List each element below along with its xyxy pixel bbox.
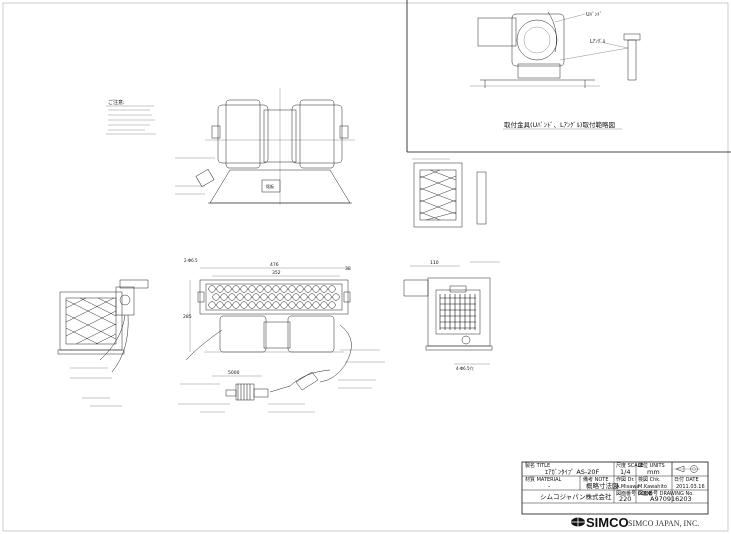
inset-mounting-sketch (470, 11, 641, 88)
tb-date-value: 2011.03.16 (676, 484, 705, 490)
inset-label-u-band: Uﾊﾞﾝﾄﾞ (586, 11, 602, 18)
brand-name: SIMCO (586, 515, 629, 530)
tb-company-jp: シムコジャパン株式会社 (540, 492, 612, 501)
front-dim-hole: 2-Φ6.5 (184, 258, 198, 263)
tb-units-value: mm (647, 468, 660, 476)
tb-units-label: 単位 UNITS (638, 462, 665, 469)
tb-checked-value: M.Kawahito (638, 484, 667, 490)
tb-code-value: 220 (619, 495, 631, 503)
title-block: 製名 TITLE ｴｱｶﾞﾝﾀｲﾌﾟ AS-20F 尺度 SCALE 1/4 単… (521, 461, 709, 530)
tb-note-value: 概略寸法図 (586, 481, 619, 490)
tb-drawing-no-label: 図面番号 DRAWING No. (638, 490, 694, 497)
tb-code-label: 図面番号 CODE (616, 490, 652, 497)
notes-block: ご注意: (106, 99, 156, 135)
tb-scale-value: 1/4 (620, 468, 630, 476)
front-dim-inner: 352 (272, 270, 281, 276)
tb-title-label: 製名 TITLE (525, 462, 550, 469)
inset-caption: 取付金具(Uﾊﾞﾝﾄﾞ、Lｱﾝｸﾞﾙ)取付範略図 (504, 120, 615, 129)
tb-title-value: ｴｱｶﾞﾝﾀｲﾌﾟ AS-20F (545, 468, 600, 476)
cable-length-label: 5000 (228, 370, 240, 376)
tb-date-label: 日付 DATE (674, 476, 699, 483)
front-dim-height: 285 (183, 314, 192, 320)
notes-heading: ご注意: (108, 99, 125, 106)
tb-note-label: 備考 NOTE (583, 476, 608, 483)
front-view: 476 352 38 2-Φ6.5 285 (183, 258, 385, 389)
front-dim-nozzle: 38 (345, 266, 351, 272)
front-dim-overall: 476 (270, 262, 279, 268)
inset-mounting-panel: Uﾊﾞﾝﾄﾞ Lｱﾝｸﾞﾙ 取付金具(Uﾊﾞﾝﾄﾞ、Lｱﾝｸﾞﾙ)取付範略図 (406, 0, 731, 153)
cable-connector: 5000 (178, 369, 331, 413)
tb-drawing-no-value: A970916203 (650, 495, 692, 503)
side-view-top-label: 110 (430, 260, 439, 266)
filter-detail (412, 158, 487, 228)
tb-material-label: 材質 MATERIAL (525, 476, 562, 483)
tb-company-en: SIMCO JAPAN, INC. (628, 519, 699, 528)
simco-logo: SIMCO (570, 515, 629, 530)
inset-label-l-angle: Lｱﾝｸﾞﾙ (590, 38, 606, 45)
tb-checked-label: 検図 Chk. (638, 476, 661, 483)
right-side-view: 110 4-Φ6.5穴 (403, 260, 500, 371)
tb-drawn-value: A.Misawa (616, 484, 639, 490)
projection-symbol-icon (674, 465, 700, 473)
top-view-label: 銘板 (266, 183, 274, 189)
left-side-view (57, 279, 149, 407)
tb-drawn-label: 作図 Dr. (616, 476, 635, 483)
side-view-note: 4-Φ6.5穴 (456, 365, 474, 371)
tb-material-value: - (548, 482, 551, 490)
top-view: 銘板 (175, 88, 355, 205)
nozzle-hole-grid (208, 285, 340, 309)
tb-scale-label: 尺度 SCALE (616, 462, 644, 469)
